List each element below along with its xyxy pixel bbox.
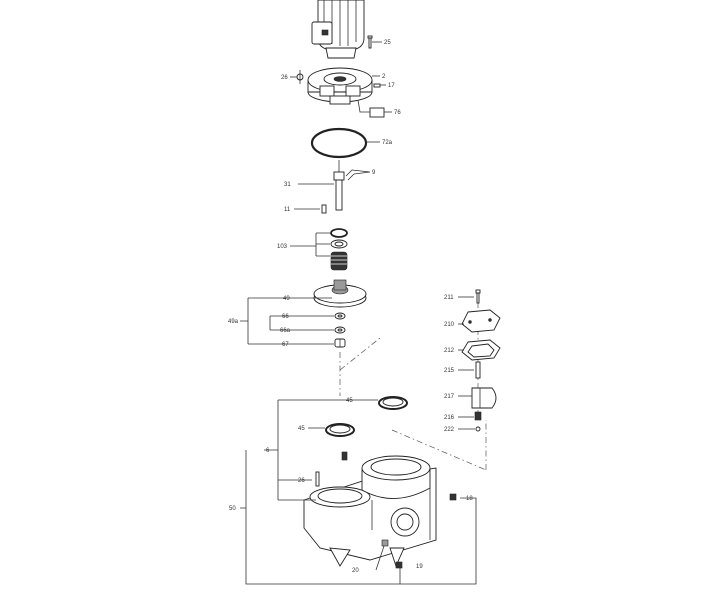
washer-66a [334, 326, 346, 334]
label-211: 211 [444, 295, 454, 301]
label-6: 6 [266, 448, 270, 454]
label-31: 31 [284, 182, 291, 188]
label-9: 9 [372, 170, 376, 176]
plug-222 [475, 426, 481, 432]
label-26-top: 26 [281, 75, 288, 81]
flap-217 [471, 387, 497, 409]
screw-211 [475, 289, 481, 304]
label-45-upper: 45 [346, 398, 353, 404]
label-76: 76 [394, 110, 401, 116]
centerline-outlet [391, 429, 487, 471]
gasket-212 [461, 339, 501, 361]
label-20: 20 [352, 568, 359, 574]
label-72a: 72a [382, 140, 393, 146]
label-215: 215 [444, 368, 455, 374]
impeller-49 [313, 279, 367, 308]
wear-ring-45-upper [378, 396, 408, 410]
label-216: 216 [444, 415, 455, 421]
label-11: 11 [284, 207, 291, 213]
label-66a: 66a [280, 328, 291, 334]
label-2: 2 [382, 74, 386, 80]
label-66: 66 [282, 314, 289, 320]
cover-210 [461, 309, 501, 333]
label-49a: 49a [228, 319, 239, 325]
shaft-seal-103 [330, 228, 348, 271]
plug-19 [395, 561, 403, 569]
label-49: 49 [283, 296, 290, 302]
label-210: 210 [444, 322, 455, 328]
plug-76 [357, 99, 392, 118]
shaft-31 [333, 160, 345, 211]
key-11 [321, 204, 327, 214]
screw-17 [373, 83, 386, 88]
label-217: 217 [444, 394, 455, 400]
washer-26 [296, 70, 304, 84]
motor-stool [307, 67, 373, 105]
bolt-26-lower [315, 471, 320, 487]
label-212: 212 [444, 348, 455, 354]
label-45-lower: 45 [298, 426, 305, 432]
label-19: 19 [416, 564, 423, 570]
label-25: 25 [384, 40, 391, 46]
label-67: 67 [282, 342, 289, 348]
plug-20 [381, 539, 389, 547]
pin-9 [345, 169, 371, 181]
label-103: 103 [277, 244, 288, 250]
nut-67 [334, 338, 346, 348]
spring-215 [475, 361, 481, 379]
washer-66 [334, 312, 346, 320]
label-26: 26 [298, 478, 305, 484]
pin-216 [474, 411, 482, 421]
o-ring-72a [310, 127, 368, 159]
label-222: 222 [444, 427, 455, 433]
wear-ring-45-lower [325, 423, 355, 437]
label-17: 17 [388, 83, 395, 89]
pump-housing [303, 451, 437, 568]
plug-18 [449, 493, 457, 501]
label-50: 50 [229, 506, 236, 512]
bolt-25 [367, 35, 373, 49]
centerline-branch [339, 337, 381, 371]
motor [311, 0, 365, 59]
label-18: 18 [466, 496, 473, 502]
